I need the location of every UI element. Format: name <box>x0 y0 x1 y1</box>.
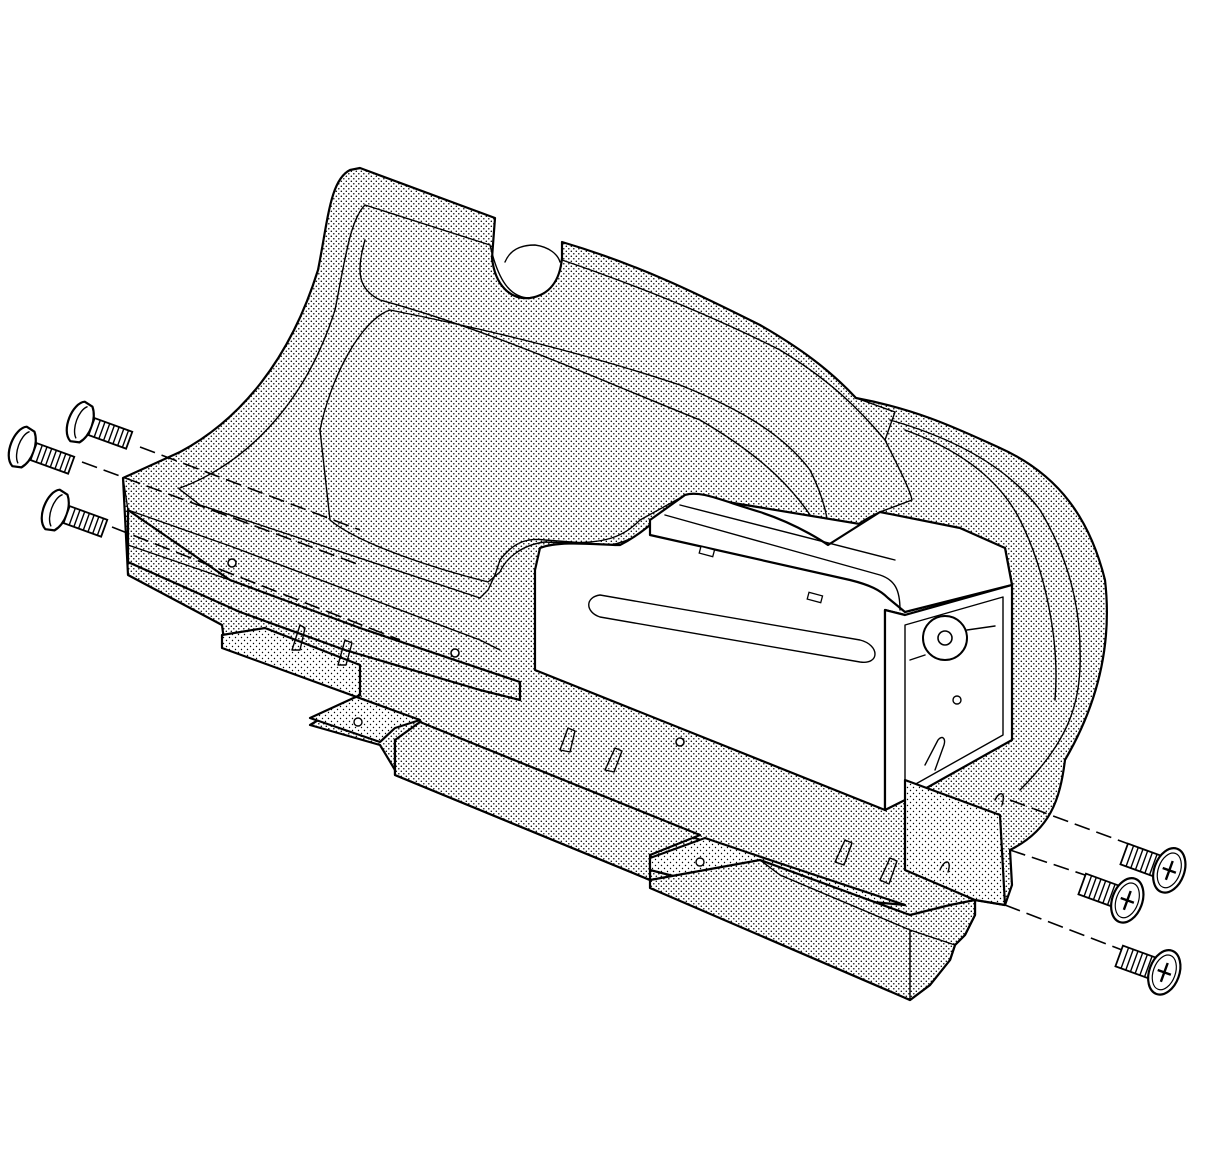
bracket-hole <box>695 857 705 867</box>
phillips-screw-icon <box>1119 842 1187 894</box>
fastener-guide-lines <box>81 446 1146 956</box>
storage-compartment <box>533 492 1014 812</box>
trim-panel-side-sweep <box>855 397 1081 791</box>
retaining-clips <box>291 624 898 885</box>
screw-icon <box>7 425 76 475</box>
hinge-wheel-icon <box>909 615 996 661</box>
left-screws <box>7 400 134 538</box>
compartment-roller <box>588 594 876 663</box>
bracket-base-edge <box>759 859 956 1001</box>
lid-tab <box>806 591 824 604</box>
screw-icon <box>40 488 109 538</box>
trim-panel-left-flange <box>126 508 522 702</box>
trim-panel-flange-edge <box>122 477 501 651</box>
trim-panel-side-sweep-inner <box>904 429 1057 701</box>
side-latch-slot <box>924 736 946 771</box>
bracket-left-tab <box>220 626 422 744</box>
compartment-side-recess <box>904 596 1004 791</box>
bracket-hole <box>353 717 363 727</box>
mounting-bracket <box>220 624 1007 1002</box>
compartment-side-face <box>883 583 1014 812</box>
phillips-screw-icon <box>1077 872 1145 924</box>
compartment-lid-edge <box>664 504 901 611</box>
mounting-hole <box>675 737 685 747</box>
mounting-hole <box>450 648 460 658</box>
right-screws <box>1077 842 1187 996</box>
compartment-lid <box>648 492 1014 614</box>
side-screw-hole <box>952 695 962 705</box>
mounting-hole <box>227 558 237 568</box>
phillips-screw-icon <box>1114 944 1182 996</box>
end-cap-slots <box>939 793 1004 873</box>
screw-icon <box>65 400 134 450</box>
trim-panel-notch <box>504 244 561 263</box>
bracket-end-cap <box>903 778 1007 907</box>
lid-tab <box>698 545 716 558</box>
